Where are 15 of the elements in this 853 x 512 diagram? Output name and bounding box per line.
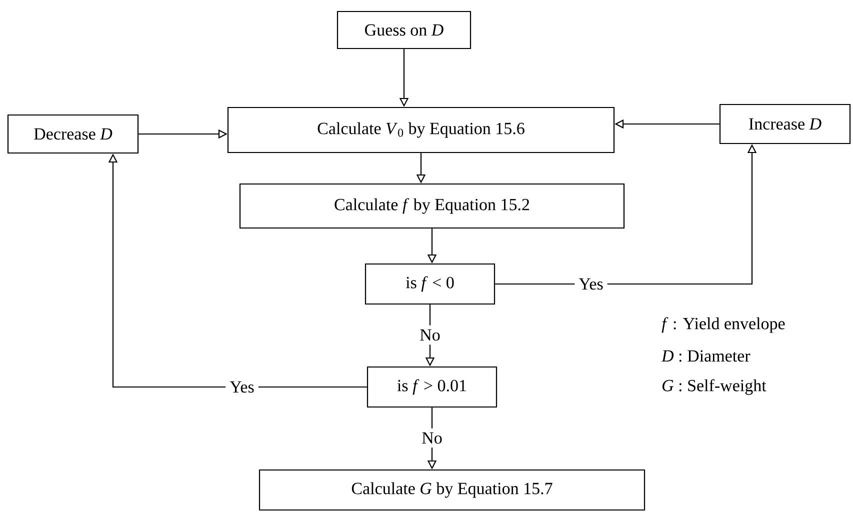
decision-box: is f > 0.01 — [366, 366, 498, 408]
legend-entry: G : Self-weight — [662, 379, 766, 395]
process-box: Decrease D — [7, 114, 139, 154]
process-box: Guess on D — [336, 10, 472, 50]
edge-label: Yes — [574, 274, 608, 294]
edge-label: Yes — [226, 377, 258, 397]
process-box: Calculate f by Equation 15.2 — [239, 183, 625, 229]
decision-box: is f < 0 — [364, 263, 496, 305]
process-box: Calculate V$_{0}$ by Equation 15.6 — [227, 106, 615, 154]
process-box: Increase D — [719, 104, 851, 144]
process-box: Calculate G by Equation 15.7 — [258, 469, 646, 511]
edge-label: No — [418, 428, 446, 448]
legend-entry: f : Yield envelope — [662, 317, 785, 333]
legend-entry: D : Diameter — [661, 350, 750, 362]
edge-label: No — [416, 325, 444, 345]
